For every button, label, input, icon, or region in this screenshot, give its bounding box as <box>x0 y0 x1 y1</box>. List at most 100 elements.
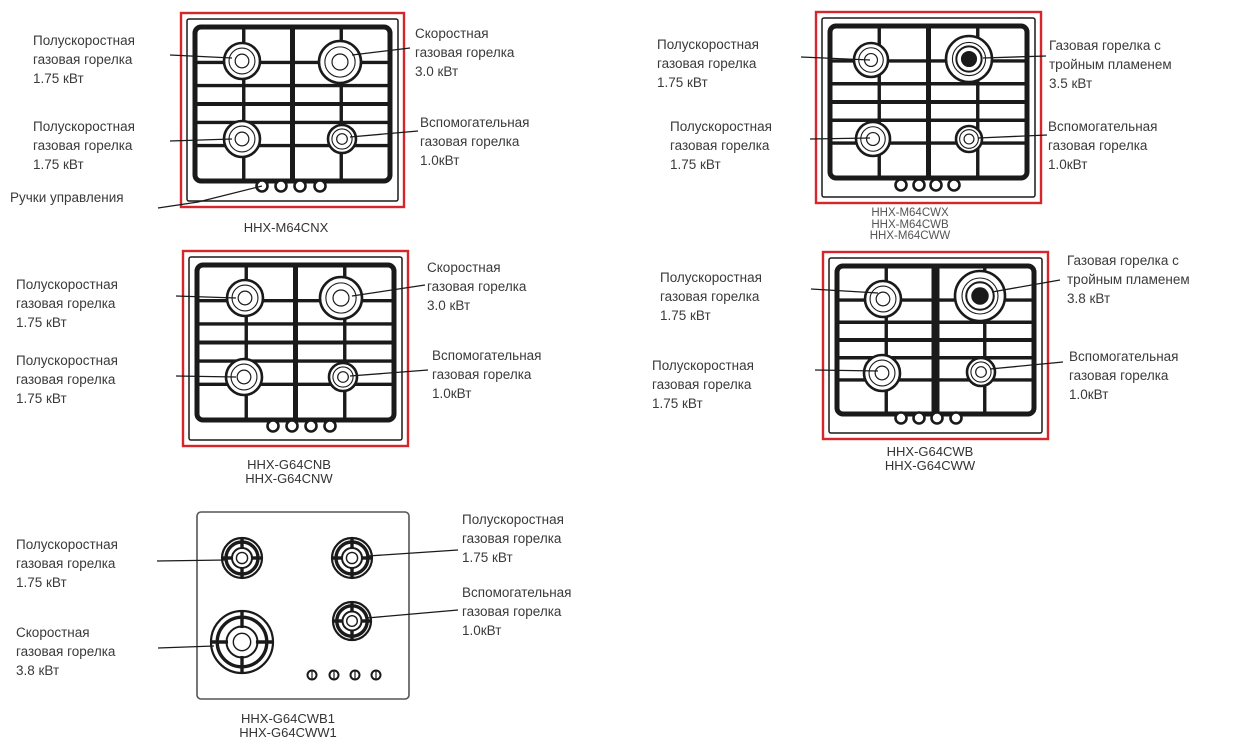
burner <box>862 353 902 393</box>
control-knobs <box>894 411 963 425</box>
control-knob-4 <box>947 178 961 192</box>
burner <box>318 275 364 321</box>
leader-line-12 <box>175 375 237 378</box>
model-name: HHX-G64CWB <box>886 444 974 459</box>
label-line: газовая горелка <box>1048 138 1148 153</box>
label-line: Полускоростная <box>462 512 564 527</box>
label-line: 1.75 кВт <box>16 575 67 590</box>
label-line: Ручки управления <box>10 190 124 205</box>
model-name: HHX-G64CNW <box>245 471 333 486</box>
burner-semi-rapid-right <box>330 536 374 580</box>
control-knob-4 <box>313 179 327 193</box>
model-names-1: HHX-M64CNX <box>211 221 361 235</box>
model-name: HHX-G64CWW1 <box>239 725 337 740</box>
burner <box>944 34 994 84</box>
leader-line-15 <box>991 279 1061 293</box>
label-line: газовая горелка <box>1069 368 1169 383</box>
label-line: 1.0кВт <box>420 153 460 168</box>
label-line: Вспомогательная <box>420 115 530 130</box>
label-line: 3.8 кВт <box>1067 291 1111 306</box>
model-name: HHX-G64CWW <box>884 458 976 473</box>
label-line: газовая горелка <box>16 296 116 311</box>
label-line: Полускоростная <box>16 537 118 552</box>
control-knobs <box>306 669 382 681</box>
label-line: Скоростная <box>16 625 90 640</box>
label-line: 1.0кВт <box>462 623 502 638</box>
model-name: HHX-G64CNB <box>247 457 331 472</box>
burner-rapid <box>209 609 275 675</box>
leader-line-8 <box>809 137 871 140</box>
label-line: 3.0 кВт <box>427 298 471 313</box>
leader-line-10 <box>175 295 237 299</box>
burner <box>317 39 363 85</box>
control-knob-4 <box>323 419 337 433</box>
control-knob-3 <box>293 179 307 193</box>
burner <box>954 124 984 154</box>
label-line: тройным пламенем <box>1067 272 1190 287</box>
leader-line-9 <box>977 134 1048 139</box>
control-knob-3 <box>930 411 944 425</box>
leader-line-16 <box>814 369 879 372</box>
label-line: Полускоростная <box>652 358 754 373</box>
label-line: газовая горелка <box>427 279 527 294</box>
control-knob-2 <box>274 179 288 193</box>
hob-inner-border <box>188 256 403 441</box>
label-line: Вспомогательная <box>462 585 572 600</box>
label-line: газовая горелка <box>16 644 116 659</box>
leader-line-4 <box>349 130 419 138</box>
control-knob-2 <box>912 178 926 192</box>
label-line: 1.75 кВт <box>660 308 711 323</box>
label-line: Вспомогательная <box>1048 119 1158 134</box>
label-line: тройным пламенем <box>1049 57 1172 72</box>
leader-line-5 <box>157 185 263 209</box>
label-line: Полускоростная <box>33 33 135 48</box>
label-line: Полускоростная <box>16 353 118 368</box>
leader-line-19 <box>157 645 215 649</box>
leader-line-18 <box>156 559 227 562</box>
label-line: Вспомогательная <box>1069 349 1179 364</box>
label-line: газовая горелка <box>660 289 760 304</box>
label-line: 1.0кВт <box>432 386 472 401</box>
model-name: HHX-M64CWW <box>869 230 951 242</box>
label-line: газовая горелка <box>16 372 116 387</box>
burner <box>953 269 1007 323</box>
leader-line-21 <box>366 609 459 619</box>
burner <box>222 41 262 81</box>
glass-plate <box>196 511 410 700</box>
label-line: Полускоростная <box>657 37 759 52</box>
model-name: HHX-G64CWB1 <box>241 711 335 726</box>
hobs-layer <box>179 10 1050 700</box>
burner-semi-rapid-left <box>220 536 264 580</box>
label-control-knobs: Ручки управления <box>10 188 124 207</box>
label-line: Полускоростная <box>33 119 135 134</box>
leader-line-7 <box>982 55 1047 59</box>
control-knobs <box>266 419 337 433</box>
model-name: HHX-M64CWX <box>871 207 949 219</box>
hob-inner-border <box>828 257 1043 434</box>
control-knob-3 <box>304 419 318 433</box>
label-line: 1.75 кВт <box>16 315 67 330</box>
label-line: газовая горелка <box>33 138 133 153</box>
label-line: 1.75 кВт <box>16 391 67 406</box>
leader-line-20 <box>367 549 459 557</box>
burner <box>965 356 997 388</box>
label-line: Скоростная <box>415 26 489 41</box>
label-line: газовая горелка <box>16 556 116 571</box>
hob-hhx-g64cwb <box>821 250 1050 441</box>
label-line: газовая горелка <box>415 45 515 60</box>
pan-support-grate <box>827 23 1030 181</box>
control-knob-4 <box>949 411 963 425</box>
leader-lines <box>156 47 1064 649</box>
label-line: газовая горелка <box>33 52 133 67</box>
